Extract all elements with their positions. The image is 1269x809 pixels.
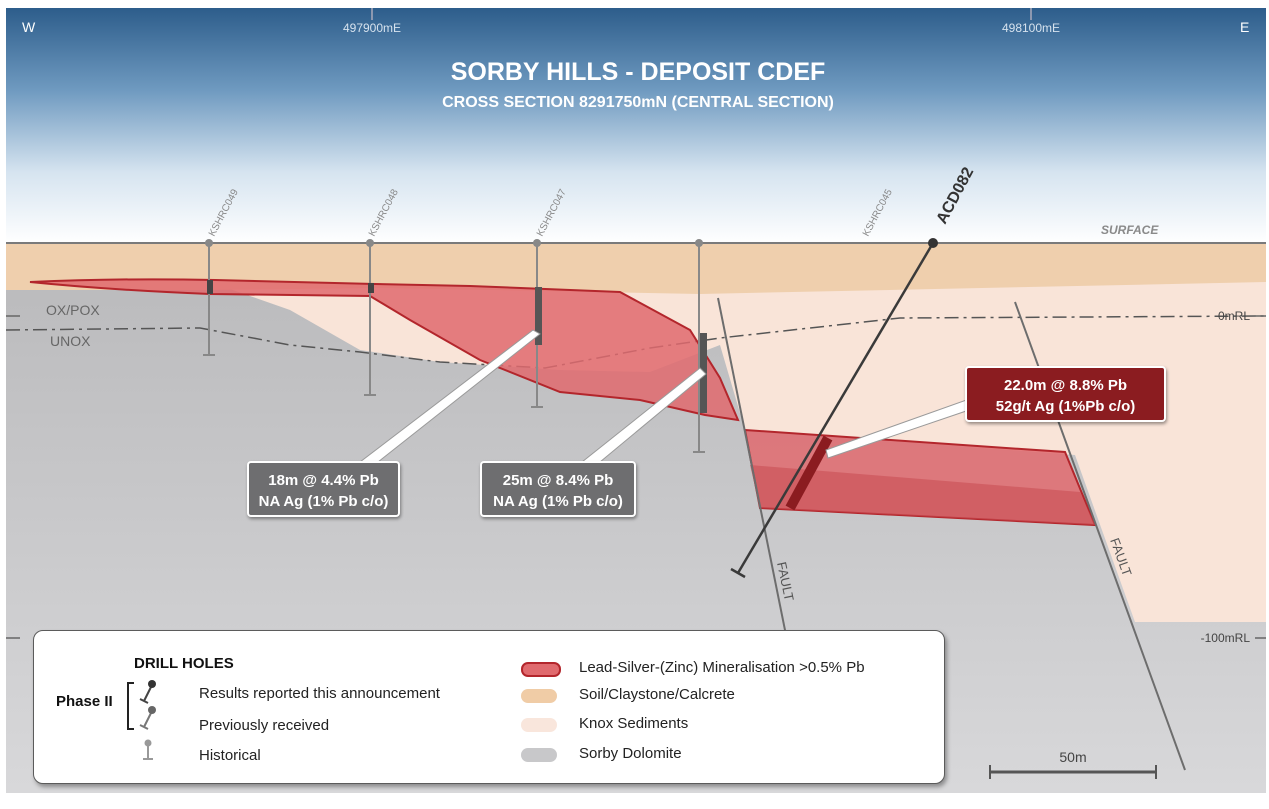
- easting-498100: 498100mE: [1002, 21, 1060, 35]
- swatch-dolomite: [521, 748, 557, 762]
- swatch-soil: [521, 689, 557, 703]
- result-hole-icon: [139, 680, 156, 704]
- scale-bar: 50m: [989, 749, 1157, 779]
- callout-25m-line1: 25m @ 8.4% Pb: [502, 472, 614, 489]
- legend-unit-knox: Knox Sediments: [579, 715, 689, 732]
- callout-18m-line2: NA Ag (1% Pb c/o): [258, 493, 389, 510]
- drill-hole-kshrc047: [531, 239, 543, 408]
- ox-pox-label: OX/POX: [46, 302, 100, 318]
- callout-25m: 25m @ 8.4% Pb NA Ag (1% Pb c/o): [480, 461, 636, 517]
- historical-hole-icon: [143, 739, 153, 760]
- callout-22m-line2: 52g/t Ag (1%Pb c/o): [995, 398, 1136, 415]
- legend-heading: DRILL HOLES: [134, 655, 234, 672]
- legend-phase: Phase II: [56, 693, 113, 710]
- compass-east: E: [1240, 19, 1249, 35]
- mineralisation-lower-shadow: [750, 465, 1095, 525]
- drill-hole-kshrc048: [364, 239, 376, 396]
- callout-25m-line2: NA Ag (1% Pb c/o): [493, 493, 623, 510]
- legend: DRILL HOLES Phase II Results reported th…: [33, 630, 945, 784]
- swatch-mineralisation: [521, 662, 561, 677]
- elevation-minus100: -100mRL: [1201, 631, 1251, 645]
- sky-band: [6, 8, 1266, 243]
- soil-claystone-layer: [6, 243, 1266, 294]
- elevation-zero: 0mRL: [1218, 309, 1250, 323]
- callout-22m: 22.0m @ 8.8% Pb 52g/t Ag (1%Pb c/o): [965, 366, 1166, 422]
- legend-hole-previous: Previously received: [199, 717, 330, 734]
- swatch-knox: [521, 718, 557, 732]
- callout-22m-line1: 22.0m @ 8.8% Pb: [1003, 377, 1128, 394]
- previous-hole-icon: [139, 706, 156, 730]
- drill-hole-kshrc049: [203, 239, 215, 356]
- legend-unit-soil: Soil/Claystone/Calcrete: [579, 686, 735, 703]
- legend-hole-historical: Historical: [199, 747, 261, 764]
- phase-bracket: [127, 680, 156, 760]
- callout-18m-line1: 18m @ 4.4% Pb: [268, 472, 379, 489]
- page-subtitle: CROSS SECTION 8291750mN (CENTRAL SECTION…: [442, 94, 834, 111]
- legend-unit-mineralisation: Lead-Silver-(Zinc) Mineralisation >0.5% …: [579, 659, 865, 676]
- compass-west: W: [22, 19, 36, 35]
- legend-unit-dolomite: Sorby Dolomite: [579, 745, 682, 762]
- surface-label: SURFACE: [1101, 223, 1159, 237]
- easting-497900: 497900mE: [343, 21, 401, 35]
- unox-label: UNOX: [50, 333, 91, 349]
- svg-text:50m: 50m: [1059, 749, 1086, 765]
- legend-hole-results: Results reported this announcement: [199, 685, 440, 702]
- mineralisation-upper: [29, 278, 740, 422]
- page-title: SORBY HILLS - DEPOSIT CDEF: [451, 58, 826, 86]
- fault-line-west: [717, 297, 788, 641]
- drill-hole-acd082: [730, 238, 938, 579]
- callout-18m: 18m @ 4.4% Pb NA Ag (1% Pb c/o): [247, 461, 400, 517]
